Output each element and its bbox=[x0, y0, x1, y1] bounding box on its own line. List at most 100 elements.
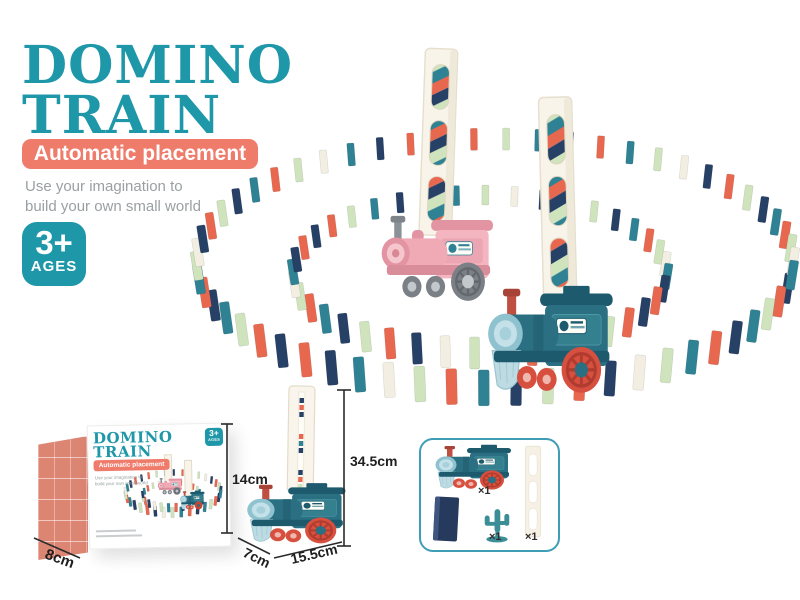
domino-tile bbox=[653, 147, 663, 172]
domino-tile bbox=[728, 320, 743, 355]
domino-tile bbox=[152, 501, 157, 511]
domino-tile bbox=[146, 484, 150, 492]
domino-tile bbox=[352, 356, 367, 393]
domino-tile bbox=[359, 320, 372, 353]
domino-tile bbox=[181, 469, 184, 477]
age-badge: 3+ AGES bbox=[22, 222, 86, 286]
domino-tile bbox=[589, 200, 599, 223]
domino-tile bbox=[470, 127, 478, 151]
domino-tile bbox=[202, 501, 208, 513]
domino-tile bbox=[510, 185, 519, 207]
domino-tile bbox=[197, 471, 201, 479]
domino-tile bbox=[632, 354, 647, 391]
domino-tile bbox=[204, 211, 218, 240]
box-fineprint bbox=[88, 424, 228, 538]
domino-tile bbox=[628, 217, 640, 242]
domino-tile bbox=[410, 332, 423, 365]
domino-tile bbox=[234, 312, 250, 347]
domino-tile bbox=[326, 214, 338, 238]
domino-tile bbox=[166, 502, 171, 513]
cartridge-quantity: ×1 bbox=[525, 531, 538, 543]
dimension-figure: 34.5cm 7cm 15.5cm bbox=[216, 374, 416, 584]
domino-tile bbox=[310, 224, 322, 249]
age-number: 3+ bbox=[35, 224, 73, 261]
domino-tile bbox=[218, 301, 234, 335]
domino-tile bbox=[610, 208, 621, 232]
domino-tile bbox=[146, 499, 152, 509]
domino-tile bbox=[785, 259, 799, 291]
domino-spiral-scene bbox=[189, 47, 800, 407]
box-tagline: Use your imagination to build your own s… bbox=[95, 474, 148, 488]
domino-tile bbox=[298, 342, 313, 378]
domino-tile bbox=[502, 127, 511, 151]
train-depth-label: 7cm bbox=[241, 544, 273, 571]
domino-cartridge-right bbox=[537, 95, 578, 305]
domino-tile bbox=[723, 173, 735, 200]
feature-banner: Automatic placement bbox=[22, 139, 258, 169]
tagline-line2: build your own small world bbox=[25, 198, 201, 216]
domino-tile bbox=[170, 506, 175, 519]
domino-tile bbox=[249, 176, 261, 203]
dimension-cartridge bbox=[286, 385, 316, 493]
domino-tile bbox=[769, 208, 783, 236]
domino-tile bbox=[659, 347, 674, 384]
domino-tile bbox=[678, 155, 690, 180]
product-title-line2: TRAIN bbox=[22, 85, 222, 146]
domino-tile bbox=[318, 149, 329, 174]
domino-tile bbox=[481, 184, 490, 206]
domino-cartridge-left bbox=[418, 47, 459, 237]
contents-cartridge bbox=[524, 445, 542, 538]
domino-tile bbox=[293, 157, 304, 183]
domino-ring-outer bbox=[189, 127, 800, 407]
domino-tile bbox=[172, 468, 176, 477]
domino-tile bbox=[760, 297, 776, 331]
dimension-cartridge-dominoes bbox=[298, 397, 305, 490]
domino-tile bbox=[147, 471, 151, 480]
domino-tile bbox=[208, 498, 214, 510]
domino-tile bbox=[151, 482, 155, 490]
domino-tile bbox=[346, 205, 357, 228]
domino-tile bbox=[621, 306, 635, 338]
dimension-train bbox=[246, 482, 347, 545]
domino-tile bbox=[125, 483, 130, 492]
domino-tile bbox=[270, 166, 281, 193]
domino-tile bbox=[346, 142, 356, 167]
domino-tile bbox=[477, 369, 490, 407]
domino-tile bbox=[231, 187, 243, 215]
domino-tile bbox=[196, 224, 210, 254]
domino-tile bbox=[603, 360, 617, 397]
domino-tile bbox=[625, 140, 635, 165]
contents-train bbox=[434, 444, 512, 491]
domino-tile bbox=[375, 136, 385, 161]
domino-tile bbox=[708, 330, 723, 366]
domino-tile bbox=[216, 199, 229, 227]
domino-tile bbox=[324, 349, 339, 386]
domino-tile bbox=[155, 470, 159, 478]
domino-tile bbox=[174, 502, 178, 513]
domino-tile bbox=[253, 323, 268, 358]
domino-tile bbox=[337, 312, 351, 344]
domino-tile bbox=[369, 197, 380, 220]
domino-tile bbox=[142, 487, 147, 495]
domino-tile bbox=[298, 235, 310, 261]
domino-tile bbox=[139, 474, 144, 482]
domino-tile bbox=[413, 365, 427, 403]
domino-tile bbox=[685, 339, 700, 375]
domino-tile bbox=[741, 184, 754, 211]
total-height-label: 34.5cm bbox=[350, 453, 397, 469]
domino-tile bbox=[382, 361, 396, 399]
contents-domino bbox=[433, 496, 460, 542]
mini-teal-train bbox=[179, 490, 206, 511]
domino-tile bbox=[643, 228, 655, 253]
domino-tile bbox=[138, 502, 143, 514]
domino-tile bbox=[159, 502, 164, 512]
package-contents-box: ×1 ×1 ×1 bbox=[419, 438, 560, 552]
domino-tile bbox=[406, 132, 415, 156]
domino-tile bbox=[274, 333, 289, 369]
train-length-label: 15.5cm bbox=[289, 541, 339, 567]
domino-tile bbox=[218, 489, 223, 499]
domino-tile bbox=[596, 135, 606, 159]
pink-train-illustration bbox=[380, 214, 495, 303]
domino-tile bbox=[637, 296, 651, 328]
